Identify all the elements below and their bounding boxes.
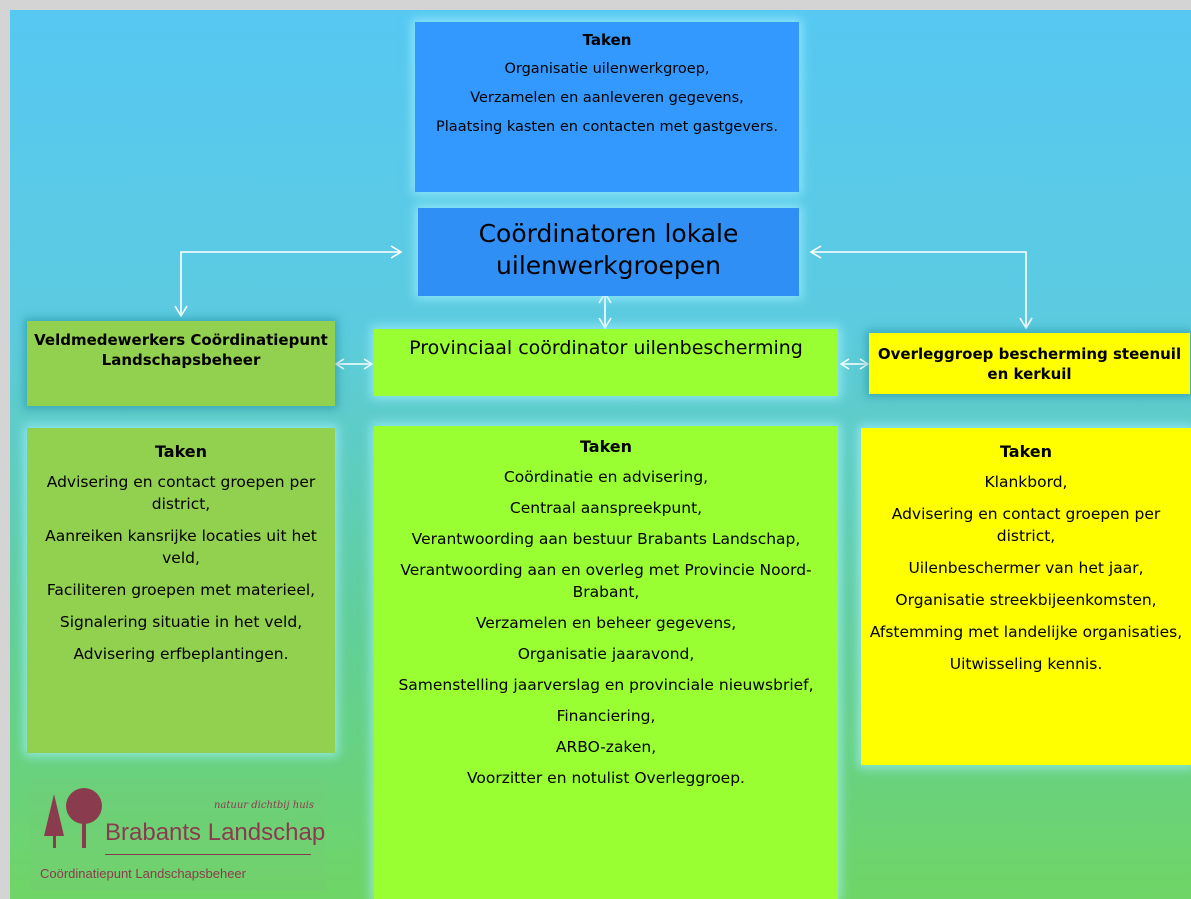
arrowhead-consultation-right — [859, 358, 870, 370]
arrowhead-field-left — [334, 358, 345, 370]
logo-brand: Brabants Landschap — [105, 819, 326, 846]
diagram-canvas: Taken Organisatie uilenwerkgroep, Verzam… — [10, 10, 1191, 899]
list-item: Advisering erfbeplantingen. — [73, 645, 289, 663]
list-item: Verzamelen en beheer gegevens, — [475, 614, 737, 632]
list-item: Uitwisseling kennis. — [949, 655, 1103, 673]
list-item: Financiering, — [556, 707, 656, 725]
list-item: Faciliteren groepen met materieel, — [46, 581, 316, 599]
provincial-coordinator-title: Provinciaal coördinator uilenbescherming — [409, 337, 803, 359]
consultation-group-title: Overleggroep bescherming steenuil en ker… — [877, 345, 1182, 383]
list-item: Afstemming met landelijke organisaties, — [869, 623, 1183, 641]
field-staff-box: Veldmedewerkers Coördinatiepunt Landscha… — [27, 321, 335, 406]
consultation-tasks-heading: Taken — [999, 442, 1053, 461]
list-item: Verantwoording aan en overleg met Provin… — [400, 561, 812, 601]
provincial-tasks-heading: Taken — [579, 437, 633, 456]
arrowhead-provincial-down — [598, 317, 612, 330]
list-item: Plaatsing kasten en contacten met gastge… — [436, 119, 778, 135]
list-item: Aanreiken kansrijke locaties uit het vel… — [45, 527, 317, 567]
list-item: Centraal aanspreekpunt, — [509, 499, 703, 517]
list-item: Voorzitter en notulist Overleggroep. — [467, 769, 745, 787]
arrowhead-provincial-left — [839, 358, 850, 370]
list-item: Advisering en contact groepen per distri… — [891, 505, 1161, 545]
coordinators-title: Coördinatoren lokale uilenwerkgroepen — [478, 219, 739, 280]
top-tasks-box: Taken Organisatie uilenwerkgroep, Verzam… — [415, 22, 799, 192]
tree-logo-icon — [44, 788, 102, 848]
list-item: Advisering en contact groepen per distri… — [46, 473, 316, 513]
coordinators-box: Coördinatoren lokale uilenwerkgroepen — [418, 208, 799, 296]
top-tasks-heading: Taken — [582, 31, 632, 49]
arrowhead-coordinators-right — [390, 245, 403, 259]
list-item: Uilenbeschermer van het jaar, — [908, 559, 1144, 577]
consultation-tasks-list: Klankbord, Advisering en contact groepen… — [867, 471, 1185, 675]
arrowhead-field-staff-down — [174, 305, 188, 318]
provincial-coordinator-box: Provinciaal coördinator uilenbescherming — [374, 329, 838, 396]
list-item: Klankbord, — [984, 473, 1068, 491]
logo-divider — [105, 854, 311, 855]
arrowhead-consultation-down — [1019, 317, 1033, 330]
connector-arrows — [174, 245, 1033, 370]
field-staff-tasks-box: Taken Advisering en contact groepen per … — [27, 428, 335, 753]
provincial-tasks-box: Taken Coördinatie en advisering, Centraa… — [374, 426, 838, 899]
logo-subtitle: Coördinatiepunt Landschapsbeheer — [40, 866, 246, 881]
brabants-landschap-logo: natuur dichtbij huis Brabants Landschap … — [30, 778, 326, 891]
list-item: Organisatie streekbijeenkomsten, — [895, 591, 1157, 609]
list-item: Signalering situatie in het veld, — [59, 613, 303, 631]
field-tasks-heading: Taken — [154, 442, 208, 461]
list-item: Verzamelen en aanleveren gegevens, — [470, 90, 744, 106]
top-tasks-list: Organisatie uilenwerkgroep, Verzamelen e… — [415, 59, 799, 138]
consultation-group-box: Overleggroep bescherming steenuil en ker… — [869, 333, 1190, 394]
arrowhead-provincial-right — [363, 358, 374, 370]
list-item: Coördinatie en advisering, — [503, 468, 709, 486]
arrow-coordinators-consultation — [812, 251, 1027, 327]
arrowhead-coordinators-left — [809, 245, 822, 259]
provincial-tasks-list: Coördinatie en advisering, Centraal aans… — [390, 466, 822, 789]
field-staff-title: Veldmedewerkers Coördinatiepunt Landscha… — [34, 331, 328, 369]
consultation-tasks-box: Taken Klankbord, Advisering en contact g… — [861, 428, 1191, 765]
logo-tagline: natuur dichtbij huis — [213, 800, 314, 811]
list-item: Organisatie jaaravond, — [517, 645, 695, 663]
field-tasks-list: Advisering en contact groepen per distri… — [37, 471, 325, 665]
list-item: Samenstelling jaarverslag en provinciale… — [398, 676, 814, 694]
list-item: ARBO-zaken, — [555, 738, 657, 756]
list-item: Organisatie uilenwerkgroep, — [504, 61, 710, 77]
arrow-coordinators-field-staff — [180, 251, 400, 315]
list-item: Verantwoording aan bestuur Brabants Land… — [411, 530, 801, 548]
